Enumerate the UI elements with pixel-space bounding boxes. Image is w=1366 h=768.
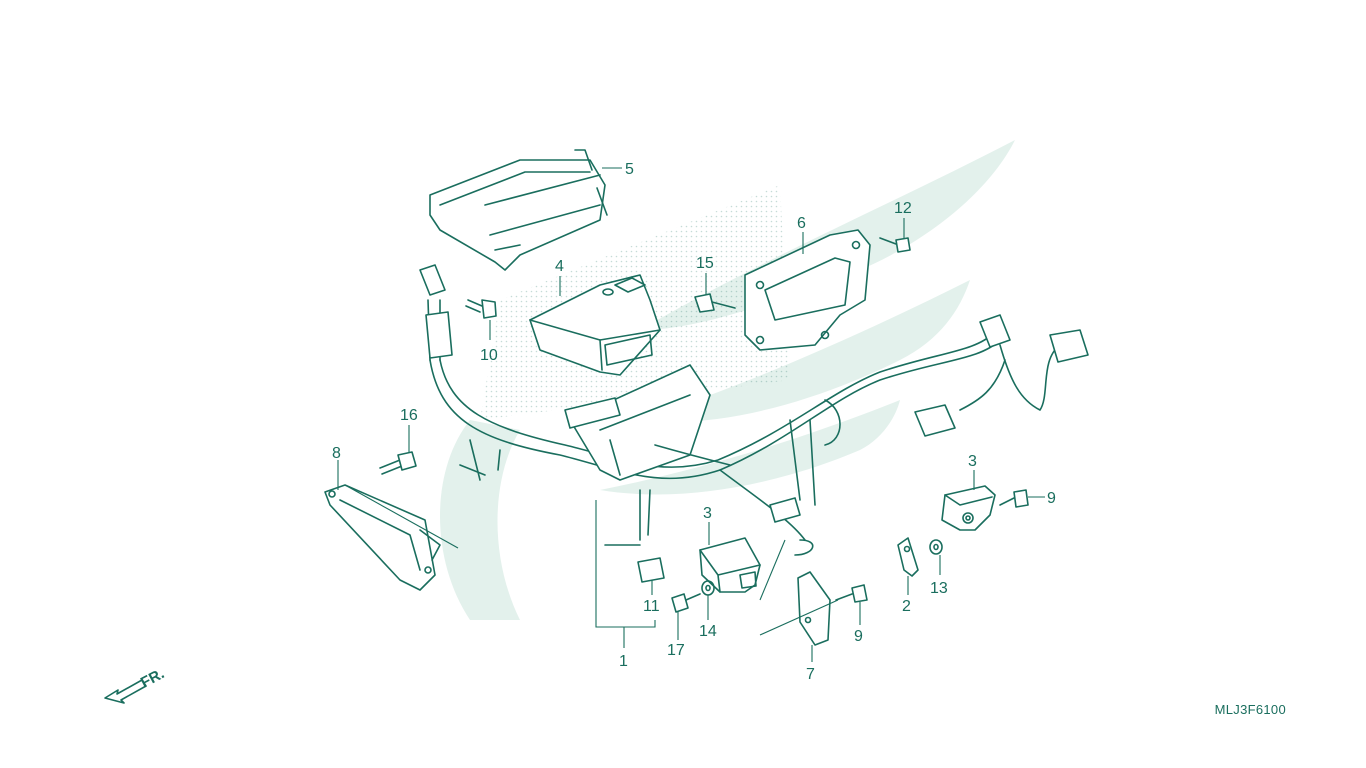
callout-9-lower: 9	[854, 628, 863, 645]
part-13-washer	[929, 539, 943, 555]
callout-7: 7	[806, 666, 815, 683]
callout-12: 12	[894, 200, 912, 217]
callout-4: 4	[555, 258, 564, 275]
part-14-washer	[701, 580, 715, 596]
callout-14: 14	[699, 623, 717, 640]
part-9-bolt-lower	[835, 584, 868, 603]
callout-labels: 5 4 6 12 15 10 16 8 3 9 3 11 1 17 14 7 9…	[332, 161, 1056, 683]
callout-10: 10	[480, 347, 498, 364]
part-11-clip	[637, 557, 665, 583]
part-12-screw	[879, 237, 911, 253]
part-5-holder	[429, 149, 608, 271]
callout-3-center: 3	[703, 505, 712, 522]
callout-17: 17	[667, 642, 685, 659]
callout-2: 2	[902, 598, 911, 615]
leader-lines	[337, 167, 1045, 662]
callout-6: 6	[797, 215, 806, 232]
part-16-bolt	[379, 451, 417, 475]
part-10-bolt	[465, 299, 497, 319]
part-2-plate	[897, 537, 919, 577]
callout-8: 8	[332, 445, 341, 462]
part-17-bolt	[671, 593, 701, 613]
part-8-bracket	[324, 484, 459, 591]
front-direction-arrow-icon: FR.	[104, 665, 167, 704]
callout-13: 13	[930, 580, 948, 597]
callout-9-right: 9	[1047, 490, 1056, 507]
diagram-code: MLJ3F6100	[1214, 702, 1286, 717]
callout-16: 16	[400, 407, 418, 424]
callout-11: 11	[643, 598, 660, 615]
part-4-control-unit	[529, 274, 661, 376]
callout-3-right: 3	[968, 453, 977, 470]
part-3-sensor-center	[699, 537, 786, 601]
part-3-sensor-right	[941, 485, 996, 531]
callout-15: 15	[696, 255, 714, 272]
callout-1: 1	[619, 653, 628, 670]
part-7-bracket	[759, 571, 839, 646]
part-15-bolt	[694, 293, 736, 313]
callout-5: 5	[625, 161, 634, 178]
part-1-wire-harness	[419, 264, 1089, 556]
part-9-bolt-right	[999, 489, 1029, 508]
part-6-plate	[744, 229, 871, 351]
